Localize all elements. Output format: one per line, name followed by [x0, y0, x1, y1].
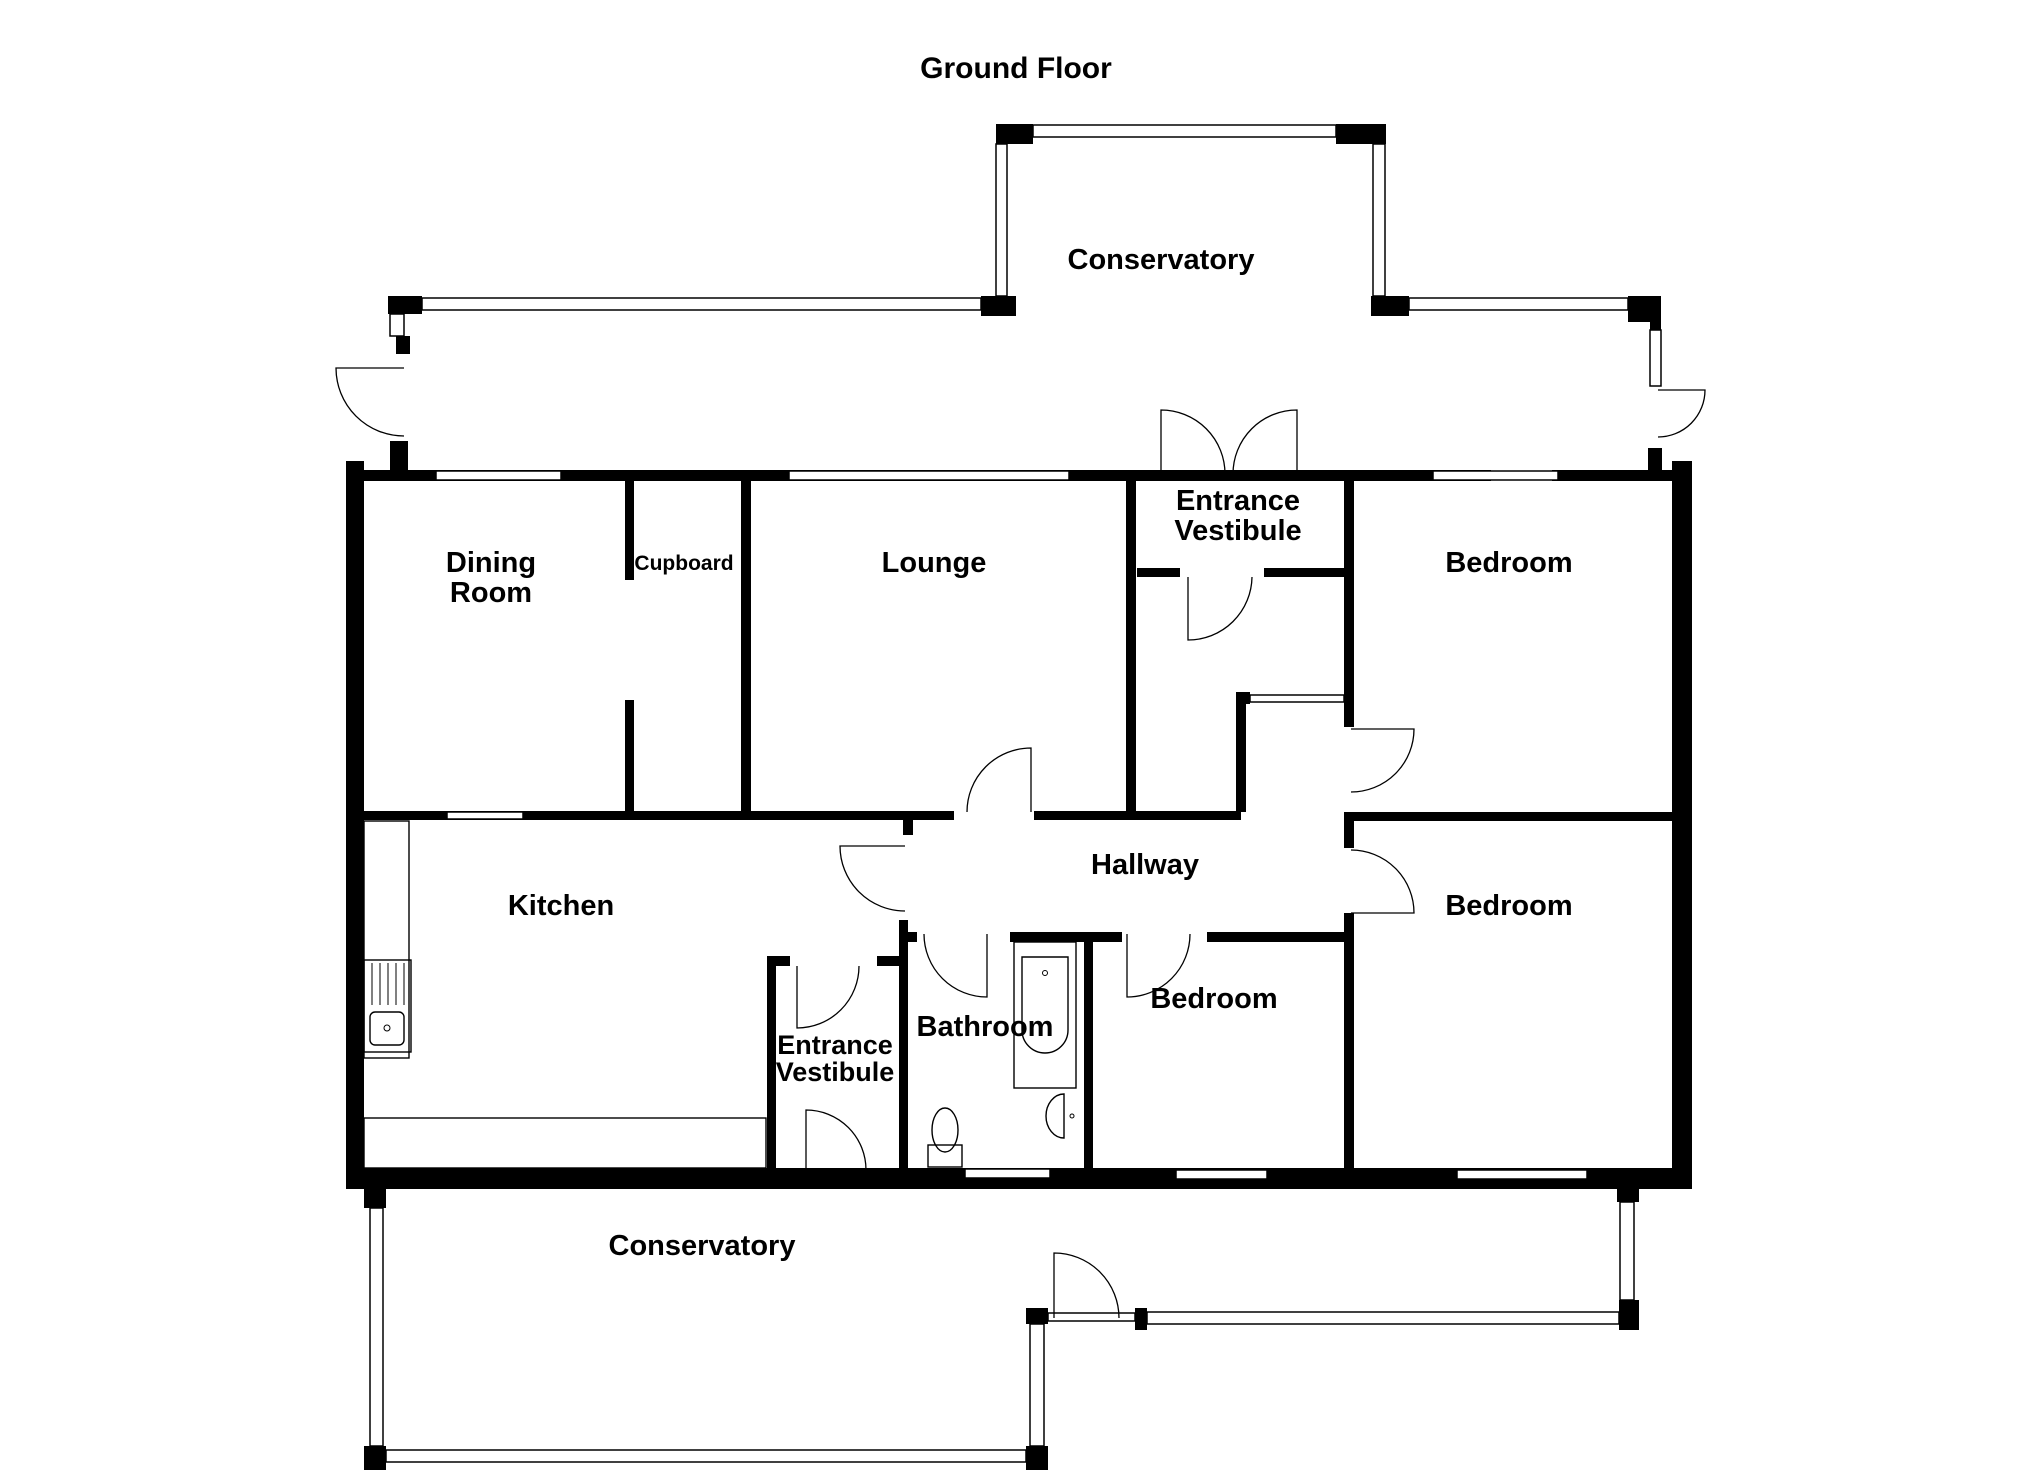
room-label-entrance-vestibule-top-line1: Entrance: [1176, 485, 1300, 517]
top-conservatory-windows: [389, 124, 1662, 387]
room-label-cupboard: Cupboard: [634, 552, 733, 575]
room-label-dining-room-line2: Room: [450, 577, 532, 609]
top-conservatory-frame: [388, 124, 1662, 473]
house-doors: [796, 409, 1415, 1171]
room-label-entrance-vestibule-bottom-line2: Vestibule: [776, 1057, 895, 1087]
room-label-entrance-vestibule-bottom-line1: Entrance: [777, 1030, 893, 1060]
room-label-bathroom: Bathroom: [917, 1011, 1054, 1043]
bottom-conservatory-windows: [369, 1201, 1635, 1463]
room-label-conservatory-bottom: Conservatory: [609, 1230, 796, 1262]
room-label-hallway: Hallway: [1091, 849, 1199, 881]
room-label-bedroom-lower-right: Bedroom: [1445, 890, 1572, 922]
room-label-bedroom-upper-right: Bedroom: [1445, 547, 1572, 579]
room-label-conservatory-top: Conservatory: [1068, 244, 1255, 276]
bottom-conservatory-door: [1053, 1252, 1120, 1319]
house-windows: [435, 470, 1588, 1180]
top-conservatory-doors: [335, 367, 1706, 438]
bathroom-fittings: [927, 941, 1077, 1168]
bottom-conservatory-frame: [364, 1180, 1639, 1470]
kitchen-fittings: [363, 820, 767, 1169]
floor-title: Ground Floor: [920, 52, 1112, 85]
room-label-kitchen: Kitchen: [508, 890, 614, 922]
room-label-dining-room-line1: Dining: [446, 547, 536, 579]
room-label-lounge: Lounge: [882, 547, 987, 579]
room-label-bedroom-middle: Bedroom: [1150, 983, 1277, 1015]
room-label-entrance-vestibule-top-line2: Vestibule: [1174, 515, 1301, 547]
